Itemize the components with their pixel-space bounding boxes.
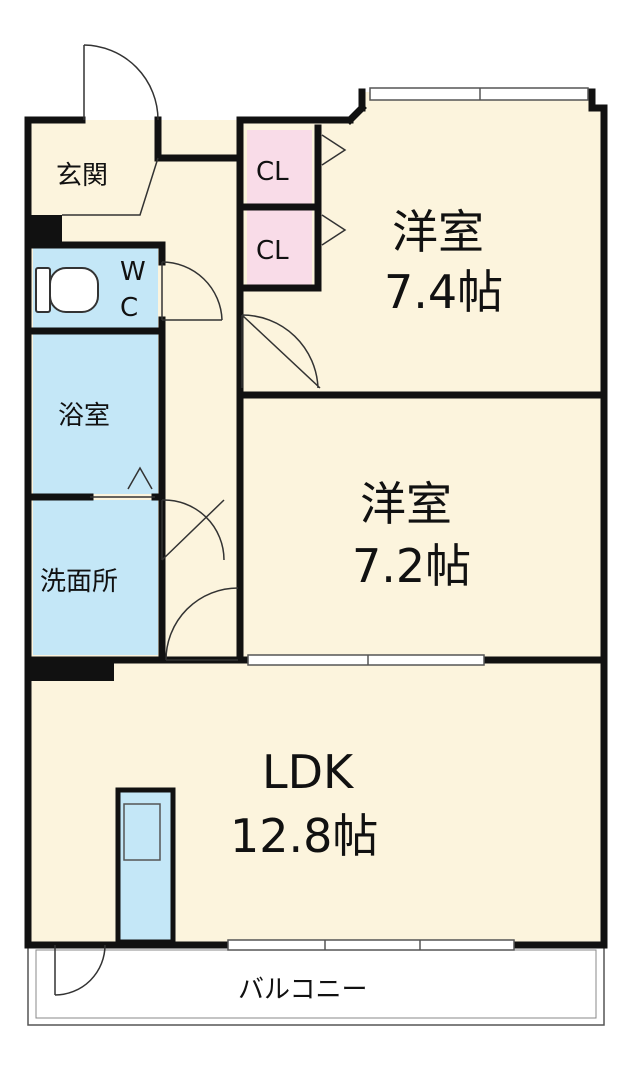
balcony-label: バルコニー (238, 975, 367, 1005)
western-room-2-size: 7.2帖 (352, 539, 471, 593)
western-room-1-name: 洋室 (392, 205, 484, 259)
balcony-area (27, 944, 605, 1026)
ldk-floor (28, 660, 604, 945)
bath-label: 浴室 (58, 401, 110, 431)
wc-label-c: C (120, 293, 138, 323)
windows (227, 87, 589, 951)
closet-1-floor (247, 130, 312, 205)
wall-pillar-1 (28, 215, 62, 245)
doors (54, 44, 347, 996)
western-room-2-name: 洋室 (360, 477, 452, 531)
western-room-1-size: 7.4帖 (384, 265, 503, 319)
wall-pillar-2 (28, 657, 114, 681)
walls (24, 88, 608, 949)
bath-floor (33, 334, 158, 494)
western-room-1-floor (240, 92, 604, 395)
washroom-floor (33, 500, 158, 655)
toilet-fixture (35, 267, 99, 313)
wc-label-w: W (120, 257, 146, 287)
ldk-name: LDK (262, 745, 355, 799)
washroom-label: 洗面所 (40, 567, 118, 597)
kitchen-sink (123, 803, 161, 861)
closet-2-label: CL (256, 236, 289, 266)
western-room-2-floor (240, 395, 604, 660)
closet-2-floor (247, 210, 312, 285)
closet-1-label: CL (256, 157, 289, 187)
kitchen-counter (115, 787, 176, 945)
window-mullions (324, 88, 481, 950)
ldk-size: 12.8帖 (230, 809, 378, 863)
entrance-label: 玄関 (56, 161, 108, 191)
